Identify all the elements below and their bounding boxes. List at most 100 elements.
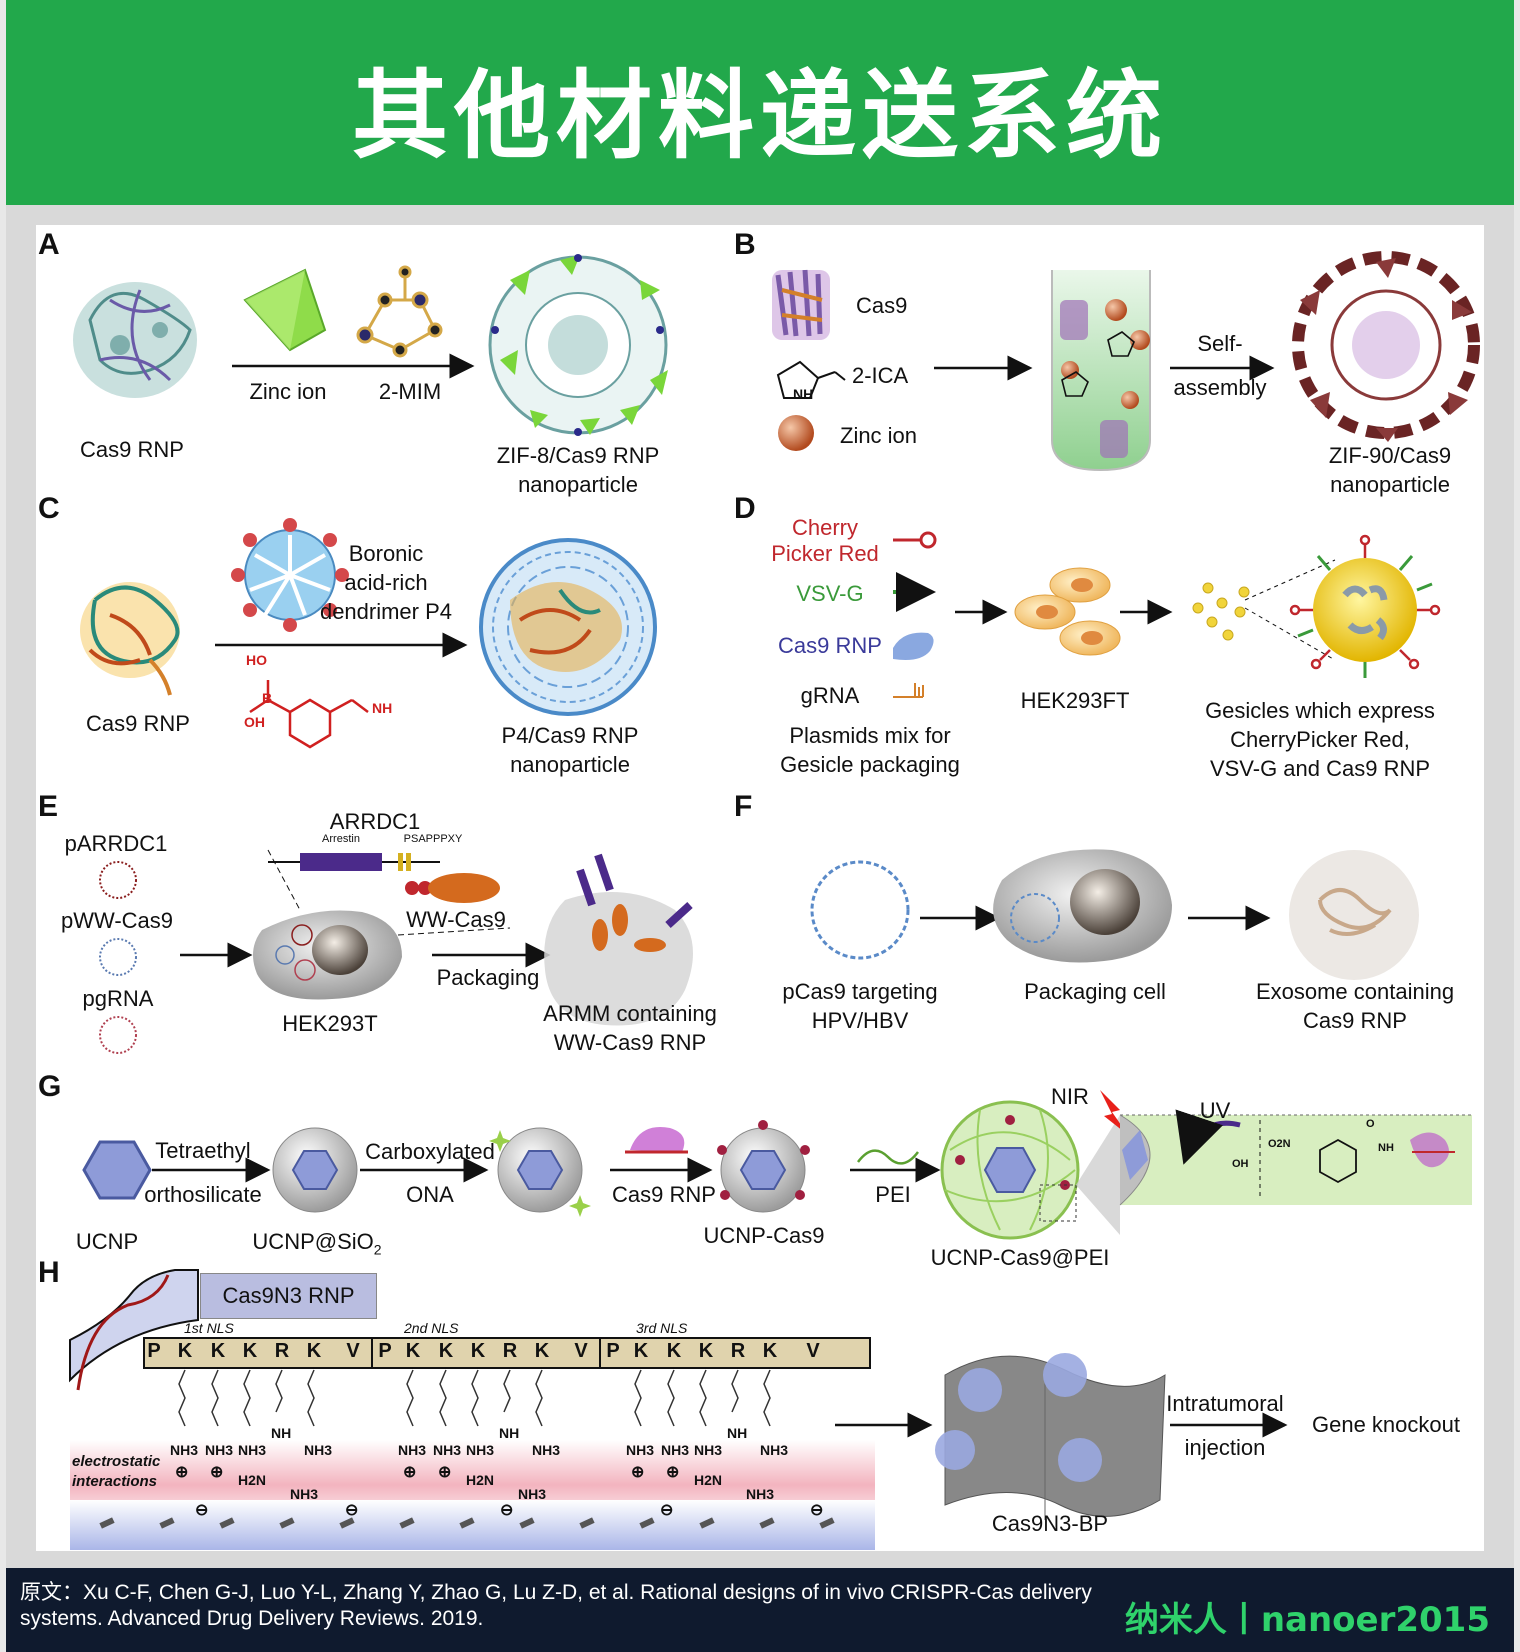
2-mim-label: 2-MIM bbox=[378, 379, 442, 404]
nh-3: NH bbox=[727, 1425, 748, 1441]
nls-1-label: 1st NLS bbox=[184, 1320, 234, 1336]
teos-label-2: orthosilicate bbox=[144, 1182, 262, 1207]
ucnp-sio2-label: UCNP@SiO2 bbox=[242, 1228, 392, 1263]
exosome bbox=[1289, 850, 1419, 980]
panel-f-graphics bbox=[810, 849, 1419, 980]
ucnp-cas9-particle bbox=[717, 1120, 810, 1213]
panel-label-e: E bbox=[38, 790, 59, 823]
nh3-13: NH3 bbox=[694, 1442, 723, 1458]
cas9-protein-b bbox=[772, 269, 830, 340]
oh-label: OH bbox=[244, 714, 265, 730]
carboxylated-label: Carboxylated bbox=[365, 1139, 495, 1164]
panel-h-graphics bbox=[69, 1269, 1288, 1550]
nh-label-c: NH bbox=[372, 700, 393, 716]
nir-label: NIR bbox=[1051, 1084, 1089, 1109]
nls3-residue-1: P bbox=[606, 1340, 620, 1362]
nls2-residue-2: K bbox=[405, 1340, 421, 1362]
carboxylated-particle bbox=[489, 1127, 591, 1217]
hek293t-cell bbox=[253, 910, 402, 1000]
title-banner: 其他材料递送系统 bbox=[6, 0, 1514, 205]
panel-label-a: A bbox=[38, 228, 60, 261]
ucnp-sio2-text: UCNP@SiO bbox=[252, 1229, 374, 1254]
cas9-rnp-structure-c bbox=[80, 582, 180, 696]
cas9-rnp-label-g: Cas9 RNP bbox=[612, 1182, 716, 1207]
plus-charge-5: ⊕ bbox=[631, 1464, 645, 1481]
plasmids-mix-label-2: Gesicle packaging bbox=[780, 752, 960, 777]
hek293ft-cells bbox=[1014, 567, 1121, 656]
nh-label-b: NH bbox=[793, 386, 814, 402]
pgrna-label: pgRNA bbox=[82, 986, 154, 1011]
dendrimer-label-1: Boronic bbox=[348, 541, 424, 566]
gesicle-enlarged bbox=[1289, 534, 1441, 678]
plasmid-pww-cas9 bbox=[99, 938, 137, 976]
nls2-residue-3: K bbox=[438, 1340, 454, 1362]
plasmid-pgrna bbox=[99, 1016, 137, 1054]
zinc-ion-label-b: Zinc ion bbox=[840, 423, 918, 448]
arrdc1-domain-diagram bbox=[268, 853, 500, 903]
armm-vesicle bbox=[544, 853, 693, 1026]
minus-charge-2: ⊖ bbox=[345, 1502, 359, 1519]
hek293ft-label: HEK293FT bbox=[1020, 688, 1130, 713]
h2n-1: H2N bbox=[238, 1472, 267, 1488]
intratumoral-label-2: injection bbox=[1184, 1435, 1266, 1460]
nh3-6: NH3 bbox=[398, 1442, 427, 1458]
2-ica-label: 2-ICA bbox=[852, 363, 909, 388]
zinc-ion-sphere-b bbox=[778, 415, 814, 451]
packaging-label: Packaging bbox=[436, 965, 540, 990]
panel-label-f: F bbox=[734, 790, 753, 823]
gesicles-label-2: CherryPicker Red, bbox=[1230, 727, 1410, 752]
ho-label-top: HO bbox=[246, 652, 267, 668]
nls-2-label: 2nd NLS bbox=[404, 1320, 459, 1336]
zif-8-label-1: ZIF-8/Cas9 RNP bbox=[496, 443, 660, 468]
nh3-7: NH3 bbox=[433, 1442, 462, 1458]
2-ica-structure-b bbox=[776, 360, 846, 399]
nls1-residue-7: V bbox=[346, 1340, 360, 1362]
zif-8-nanoparticle bbox=[488, 254, 668, 436]
zif-90-label-1: ZIF-90/Cas9 bbox=[1328, 443, 1452, 468]
nh3-15: NH3 bbox=[746, 1486, 775, 1502]
nls1-residue-3: K bbox=[210, 1340, 226, 1362]
page-title: 其他材料递送系统 bbox=[352, 60, 1168, 172]
ucnp-cas9-label: UCNP-Cas9 bbox=[703, 1223, 825, 1248]
cas9-rnp-icon-g bbox=[625, 1126, 688, 1154]
p4-cas9-label-2: nanoparticle bbox=[510, 752, 630, 777]
plasmids-mix-label-1: Plasmids mix for bbox=[789, 723, 951, 748]
boronic-acid-structure bbox=[249, 680, 369, 749]
ucnp-cas9-pei-label: UCNP-Cas9@PEI bbox=[930, 1245, 1110, 1270]
cherry-picker-label-1: Cherry bbox=[791, 515, 858, 540]
nir-lightning-icon bbox=[1100, 1090, 1128, 1135]
packaging-cell bbox=[993, 849, 1172, 963]
plus-charge-1: ⊕ bbox=[175, 1464, 189, 1481]
gene-knockout-label: Gene knockout bbox=[1312, 1412, 1460, 1437]
citation-text: 原文：Xu C-F, Chen G-J, Luo Y-L, Zhang Y, Z… bbox=[20, 1581, 1092, 1630]
nls3-residue-4: K bbox=[698, 1340, 714, 1362]
cas9-rnp-structure-a bbox=[73, 282, 197, 398]
nh3-12: NH3 bbox=[661, 1442, 690, 1458]
membrane-gradient bbox=[70, 1440, 875, 1550]
figure-panel-area bbox=[36, 225, 1484, 1551]
cas9n3-bp-tissue bbox=[935, 1353, 1166, 1520]
h2n-3: H2N bbox=[694, 1472, 723, 1488]
h2n-2: H2N bbox=[466, 1472, 495, 1488]
nls2-residue-7: V bbox=[574, 1340, 588, 1362]
ucnp-sio2-particle bbox=[272, 1127, 358, 1213]
vsv-g-label: VSV-G bbox=[796, 581, 864, 606]
minus-charge-5: ⊖ bbox=[810, 1502, 824, 1519]
pei-label: PEI bbox=[875, 1182, 911, 1207]
ucnp-hexagon bbox=[82, 1140, 152, 1200]
nh3-11: NH3 bbox=[626, 1442, 655, 1458]
arrestin-label: Arrestin bbox=[322, 833, 360, 845]
pww-cas9-label: pWW-Cas9 bbox=[60, 908, 174, 933]
dendrimer-label-3: dendrimer P4 bbox=[319, 599, 453, 624]
panel-label-c: C bbox=[38, 492, 60, 525]
minus-charge-1: ⊖ bbox=[195, 1502, 209, 1519]
arrdc1-label: ARRDC1 bbox=[329, 809, 421, 834]
cas9n3-rnp-box: Cas9N3 RNP bbox=[200, 1273, 377, 1319]
cherry-picker-label-2: Picker Red bbox=[771, 541, 879, 566]
plus-charge-2: ⊕ bbox=[210, 1464, 224, 1481]
plus-charge-3: ⊕ bbox=[403, 1464, 417, 1481]
panel-a-graphics bbox=[73, 254, 668, 436]
gesicles-label-1: Gesicles which express bbox=[1205, 698, 1435, 723]
grna-icon bbox=[893, 683, 924, 698]
nls-3-label: 3rd NLS bbox=[636, 1320, 688, 1336]
